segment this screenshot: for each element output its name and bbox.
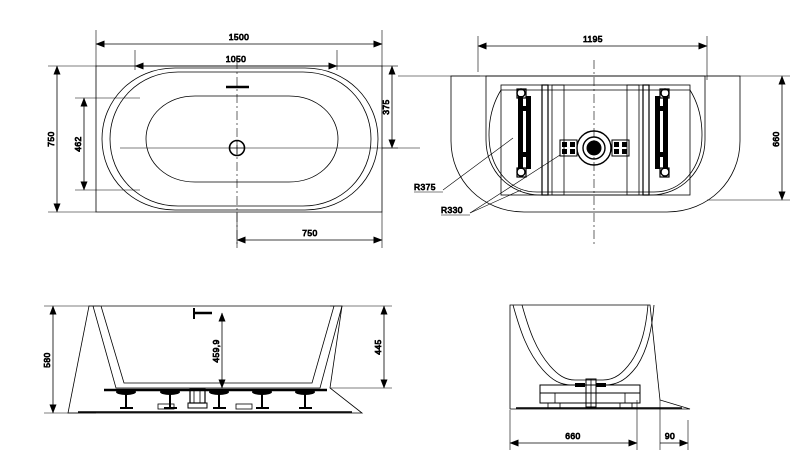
dim-label-radius-outer: R375 [414,182,436,192]
dim-label-drain-offset: 750 [302,228,317,238]
leader-r375 [442,137,514,191]
dim-label-edge-offset: 375 [381,99,391,114]
front-inner-wall [92,305,343,389]
side-inner-wall-2 [521,304,649,381]
leader-r330-b [469,154,561,214]
front-overflow-fitting [193,308,212,319]
drain-outlet-icon [228,139,246,157]
plan-tub-outer-oval [101,67,379,211]
front-inner-wall-2 [100,305,335,384]
section-left-bar [541,84,549,196]
front-drain-fitting [187,388,208,409]
side-elevation-view: 660 90 [509,304,691,450]
dim-label-section-depth: 660 [771,131,781,146]
drain-hardware [559,130,630,166]
dim-label-frame-width: 1195 [583,34,603,44]
plan-extension-lines [48,30,398,248]
side-inner-wall [512,304,655,386]
side-outer-shell [509,304,691,410]
leader-r330-a [469,189,522,214]
front-outer-shell [67,305,364,414]
dim-label-inner-width: 462 [73,136,83,151]
section-view: R375 R330 1195 660 [398,34,790,245]
plan-tub-outer-oval-inner [109,71,372,207]
dim-label-water-depth: 459,9 [211,339,221,362]
dim-label-side-offset: 90 [665,431,675,441]
section-outer-boundary [450,75,741,213]
dim-label-overall-height: 580 [42,352,52,367]
dim-label-inner-length: 1050 [226,54,247,64]
plan-view: 1500 1050 750 462 375 750 [46,30,398,248]
section-right-bar [642,84,650,196]
dim-label-overall-width: 750 [46,131,56,146]
dim-label-base-width: 660 [565,431,580,441]
plan-bowl-oval [145,95,339,183]
support-rail-left [516,88,531,178]
front-elevation-view: 580 459,9 445 [42,305,392,414]
section-bowl-outline [488,89,703,193]
dim-label-overall-length: 1500 [229,32,250,42]
dim-label-radius-inner: R330 [441,205,463,215]
section-center-panel [551,84,640,196]
side-support-frame [539,378,641,409]
front-feet [116,389,315,410]
support-rail-right [655,88,670,178]
dim-label-inner-height: 445 [373,339,383,354]
